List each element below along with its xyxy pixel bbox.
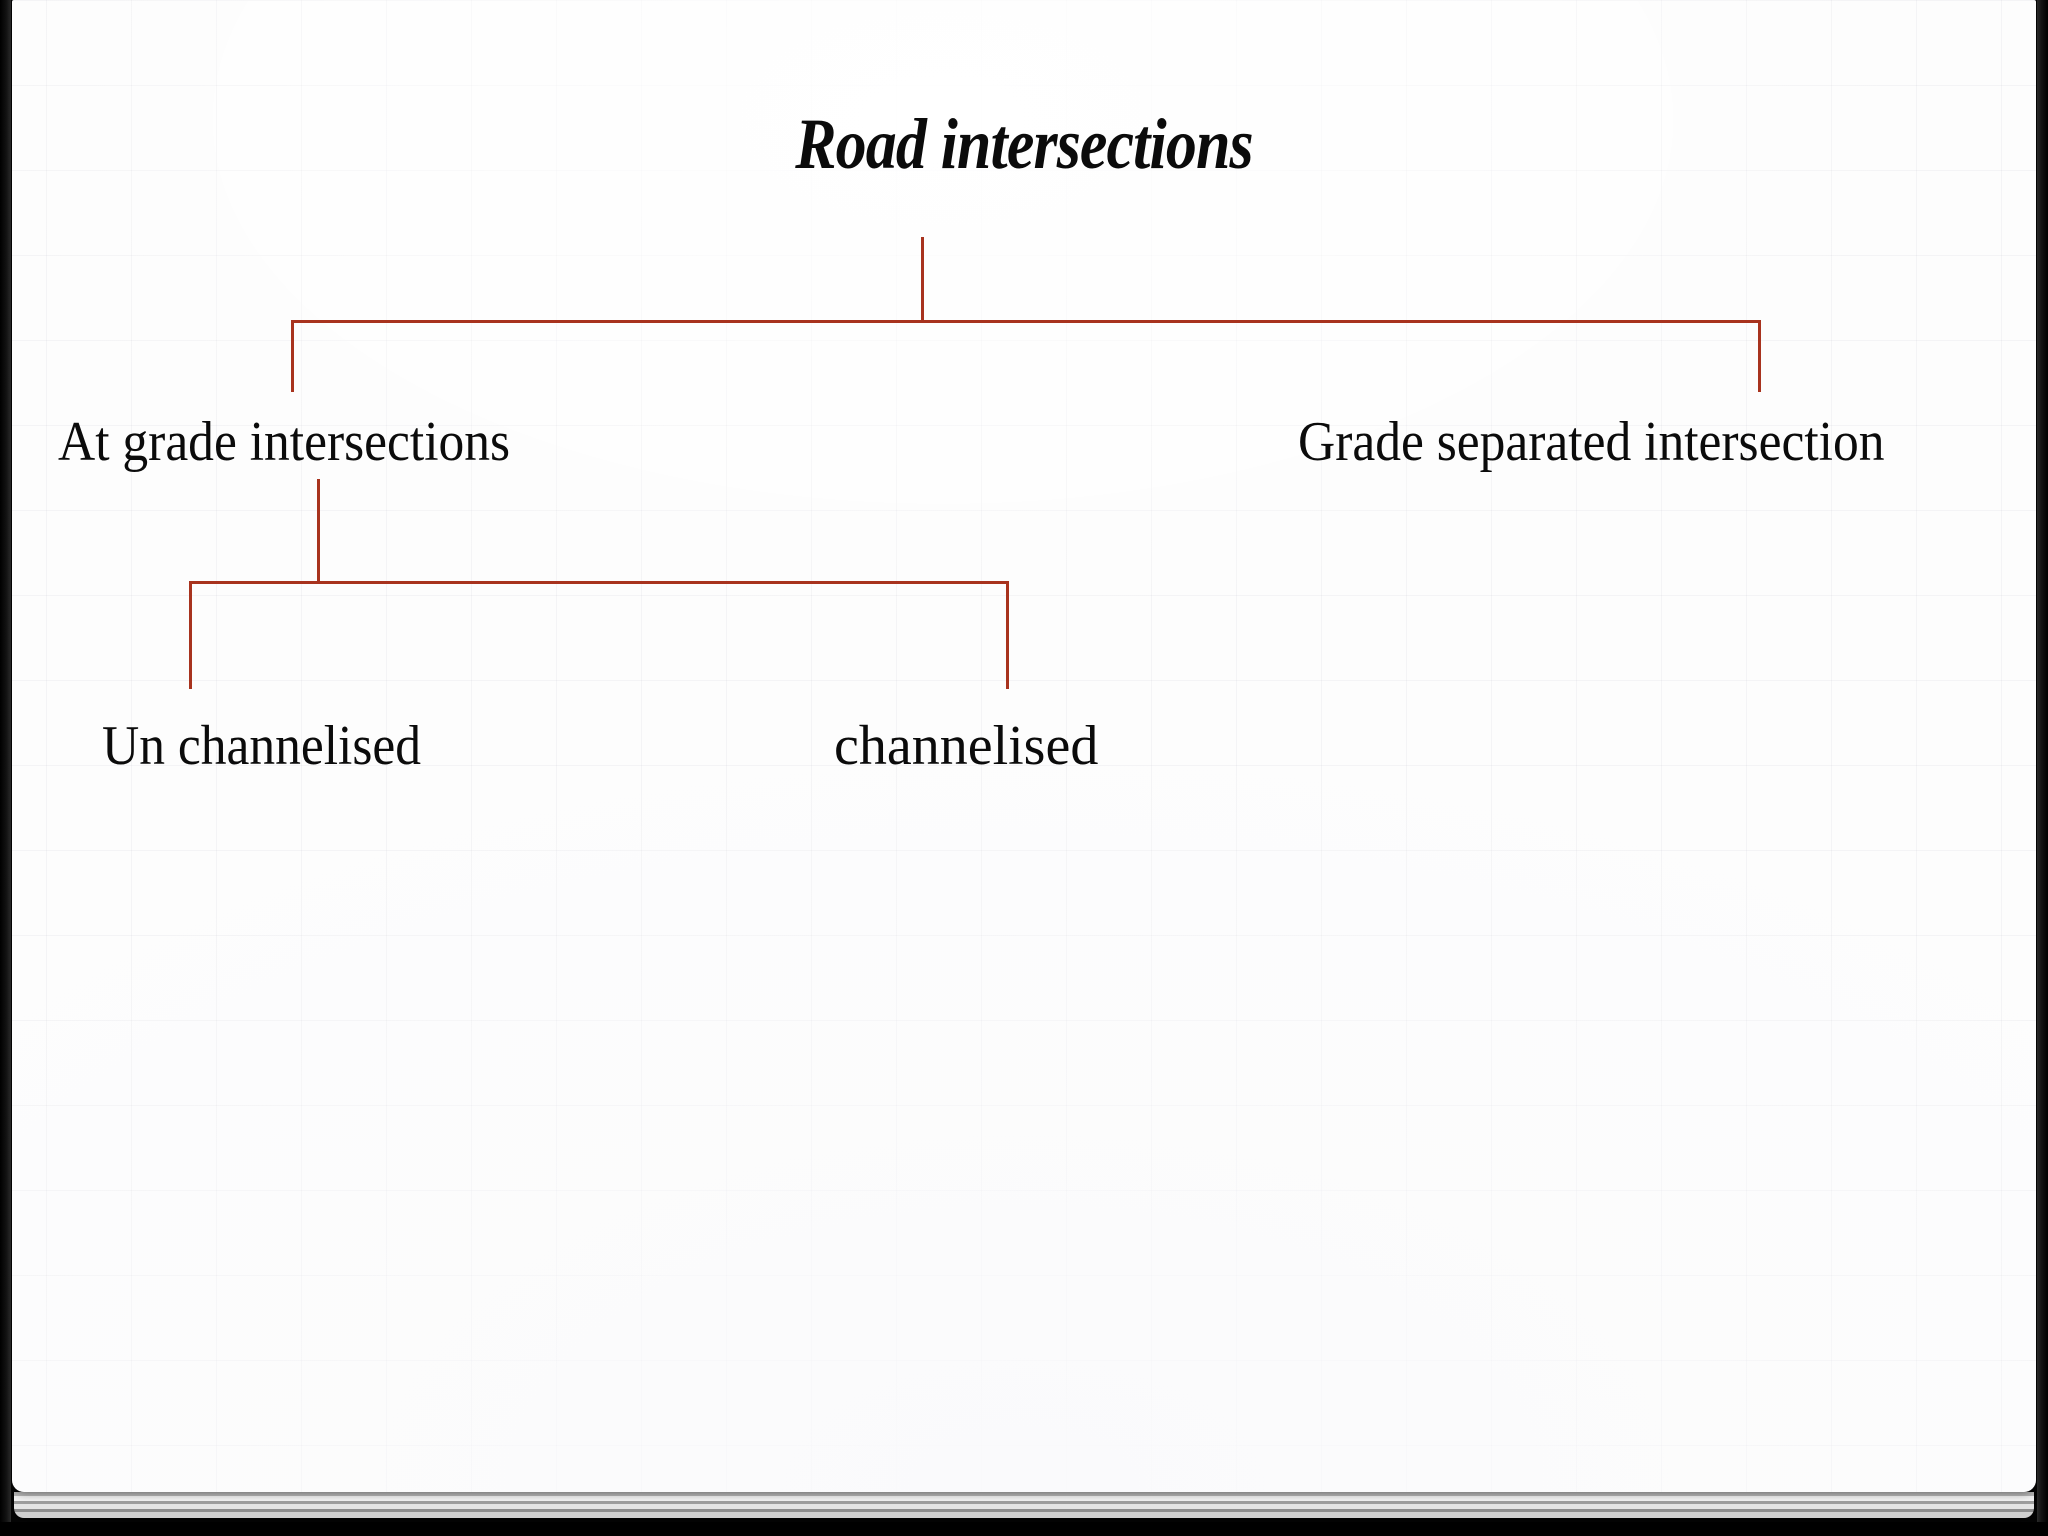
connector-level3-bar: [189, 581, 1009, 584]
connector-root-stem: [921, 237, 924, 323]
slide-sheet: Road intersections At grade intersection…: [12, 0, 2036, 1492]
connector-at-grade-stem: [317, 479, 320, 583]
page-title: Road intersections: [795, 104, 1253, 184]
frame-edge-bottom: [0, 1522, 2048, 1536]
frame-edge-left: [0, 0, 11, 1536]
connector-level2-drop-right: [1758, 320, 1761, 392]
connector-level3-drop-left: [189, 581, 192, 689]
connector-level2-bar: [291, 320, 1761, 323]
node-un-channelised: Un channelised: [102, 715, 422, 777]
node-at-grade-intersections: At grade intersections: [58, 411, 511, 473]
paper-stack-edge: [14, 1492, 2034, 1518]
connector-level2-drop-left: [291, 320, 294, 392]
frame-edge-right: [2037, 0, 2048, 1536]
node-grade-separated-intersection: Grade separated intersection: [1298, 411, 1885, 473]
connector-level3-drop-right: [1006, 581, 1009, 689]
node-channelised: channelised: [834, 715, 1099, 777]
